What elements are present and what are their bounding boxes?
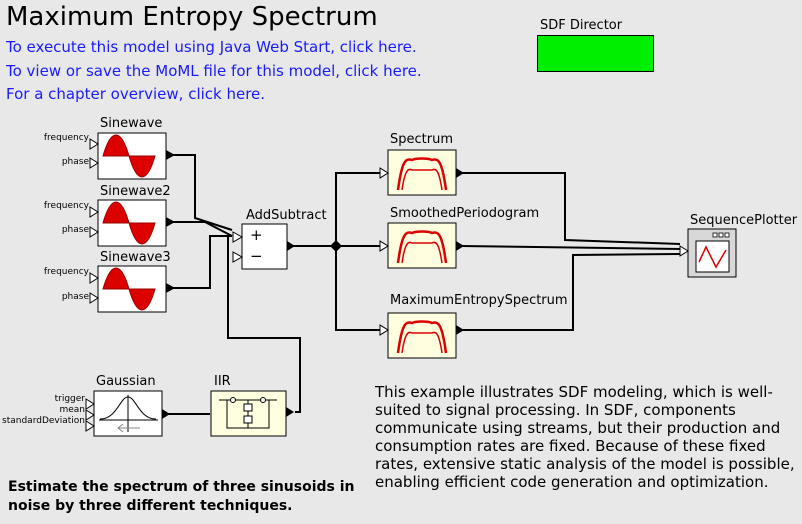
gaussian-mean-port-label: mean <box>59 405 85 415</box>
sinewave1-frequency-port-label: frequency <box>43 133 89 143</box>
web-start-link[interactable]: To execute this model using Java Web Sta… <box>6 38 417 56</box>
sinewave1-phase-port-label: phase <box>61 157 89 167</box>
gaussian-trigger-port-label: trigger <box>54 394 85 404</box>
director-label: SDF Director <box>540 18 623 33</box>
minus-port-label: − <box>250 247 263 265</box>
wire-spectrum-plotter <box>460 172 681 245</box>
iir-actor[interactable] <box>210 390 294 437</box>
sinewave3-frequency-port-label: frequency <box>43 267 89 277</box>
moml-link[interactable]: To view or save the MoML file for this m… <box>6 62 422 80</box>
sinewave1-label: Sinewave <box>100 116 163 131</box>
relation-diamond[interactable] <box>330 240 342 252</box>
wire-sine2-add <box>172 221 233 237</box>
wire-maxentropy-plotter <box>460 253 681 331</box>
smoothed-periodogram-label: SmoothedPeriodogram <box>390 206 540 221</box>
wire-sine3-add <box>172 235 232 289</box>
sinewave3-phase-port-label: phase <box>61 292 89 302</box>
sequence-plotter-label: SequencePlotter <box>690 213 798 228</box>
spectrum-actor[interactable] <box>379 149 464 196</box>
page-title: Maximum Entropy Spectrum <box>6 2 378 32</box>
sinewave2-frequency-port-label: frequency <box>43 201 89 211</box>
iir-label: IIR <box>214 374 231 389</box>
sinewave3-label: Sinewave3 <box>100 250 171 265</box>
wire-to-spectrum <box>335 172 386 246</box>
wires <box>163 154 681 415</box>
model-description: This example illustrates SDF modeling, w… <box>375 383 795 491</box>
gaussian-actor[interactable] <box>85 390 170 437</box>
gaussian-stddev-port-label: standardDeviation <box>2 416 85 426</box>
maximum-entropy-spectrum-label: MaximumEntropySpectrum <box>390 293 568 308</box>
sinewave2-label: Sinewave2 <box>100 184 171 199</box>
wire-sine1-add <box>172 154 233 231</box>
model-annotation: Estimate the spectrum of three sinusoids… <box>8 479 355 514</box>
sinewave2-actor[interactable] <box>89 199 175 247</box>
gaussian-label: Gaussian <box>96 374 156 389</box>
spectrum-label: Spectrum <box>390 132 453 147</box>
sinewave3-actor[interactable] <box>89 265 175 313</box>
wire-smoothed-plotter <box>459 245 681 250</box>
wire-iir-add <box>227 235 301 413</box>
sinewave1-actor[interactable] <box>89 132 175 180</box>
chapter-overview-link[interactable]: For a chapter overview, click here. <box>6 85 266 103</box>
wire-to-maxentropy <box>335 246 386 331</box>
plus-port-label: + <box>250 226 263 244</box>
sdf-director[interactable] <box>537 35 654 72</box>
maximum-entropy-spectrum-actor[interactable] <box>379 312 464 359</box>
sinewave2-phase-port-label: phase <box>61 225 89 235</box>
sequence-plotter-actor[interactable] <box>679 228 737 278</box>
smoothed-periodogram-actor[interactable] <box>379 222 464 269</box>
addsubtract-actor[interactable] <box>232 223 295 270</box>
addsubtract-label: AddSubtract <box>246 208 327 223</box>
